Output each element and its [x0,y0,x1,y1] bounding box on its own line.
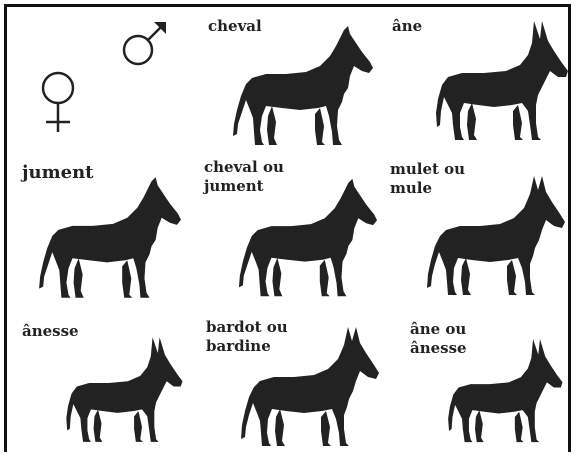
mule-silhouette [418,170,568,302]
hinny-silhouette [232,322,382,452]
horse-silhouette-cheval [226,25,376,147]
donkey-silhouette-ane [422,18,572,144]
label-ane: âne [392,17,422,36]
donkey-silhouette-anesse [54,328,186,452]
horse-silhouette-cheval-ou-jument [232,176,380,300]
horse-silhouette-jument [32,175,184,301]
donkey-silhouette-ane-ou-anesse [436,330,566,452]
female-symbol-icon [36,70,80,136]
male-symbol-icon [118,18,170,70]
